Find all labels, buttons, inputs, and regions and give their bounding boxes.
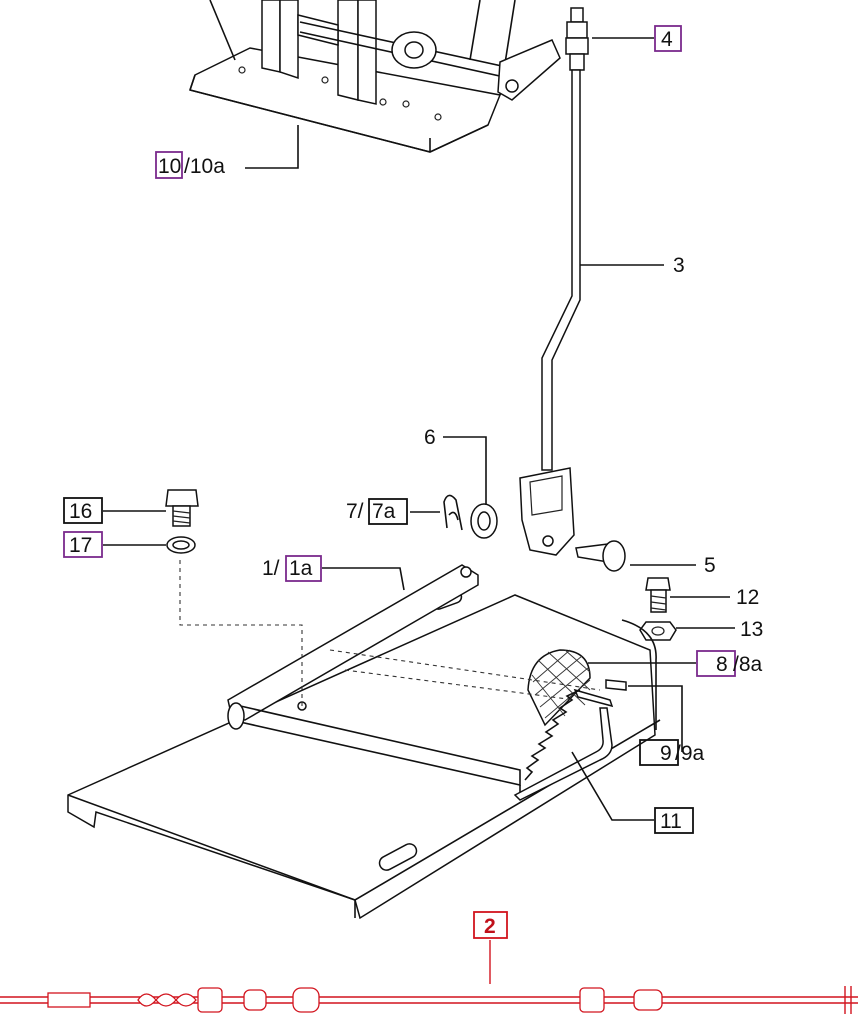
callout-13: 13	[740, 618, 763, 641]
callout-16: 16	[63, 497, 103, 524]
callout-5-label: 5	[704, 554, 716, 577]
callout-11: 11	[654, 807, 694, 834]
callout-16-key: 16	[69, 500, 92, 523]
pin-5	[575, 540, 626, 572]
callout-7: 7/ 7a	[346, 498, 408, 525]
callout-4-key: 4	[661, 28, 673, 51]
callout-13-label: 13	[740, 618, 763, 641]
callout-9-suffix: /9a	[675, 742, 705, 765]
assembly-lines	[179, 560, 601, 706]
callout-12: 12	[736, 586, 759, 609]
callout-8-suffix: /8a	[733, 653, 763, 676]
callout-5: 5	[704, 554, 716, 577]
hex-bolt-16	[165, 489, 199, 527]
callout-3: 3	[673, 254, 685, 277]
callout-9-key: 9	[660, 742, 672, 765]
bolt-12	[645, 577, 671, 613]
callout-10-suffix: /10a	[184, 155, 225, 178]
callout-10: 10 /10a	[155, 151, 225, 179]
bracket-assembly	[189, 0, 561, 153]
callout-12-label: 12	[736, 586, 759, 609]
pin-9	[605, 679, 627, 691]
callout-10-key: 10	[158, 155, 181, 178]
callout-6: 6	[424, 426, 436, 449]
callout-11-key: 11	[660, 810, 682, 833]
callout-1: 1/ 1a	[262, 555, 322, 582]
leader-lines	[103, 37, 735, 821]
callout-2: 2	[473, 911, 508, 939]
cable-2	[0, 940, 858, 1014]
control-rod	[519, 7, 589, 556]
washer-17	[166, 536, 196, 554]
callout-9: 9 /9a	[639, 739, 705, 766]
pedal-frame-1	[227, 564, 521, 800]
callout-8-key: 8	[716, 653, 728, 676]
callout-4: 4	[654, 25, 682, 52]
callout-1-key: 1a	[289, 557, 313, 580]
callout-7-key: 7a	[372, 500, 396, 523]
callout-8: 8 /8a	[696, 650, 763, 677]
washer-6	[470, 503, 498, 539]
callout-6-label: 6	[424, 426, 436, 449]
callout-3-label: 3	[673, 254, 685, 277]
callout-17: 17	[63, 531, 103, 558]
clip-7	[443, 494, 463, 531]
callout-17-key: 17	[69, 534, 92, 557]
callout-2-key: 2	[484, 915, 496, 938]
callout-1-prefix: 1/	[262, 557, 280, 580]
pedal-8	[513, 649, 614, 801]
pedal-plate	[67, 590, 661, 920]
callout-7-prefix: 7/	[346, 500, 364, 523]
spring-11	[524, 689, 581, 781]
